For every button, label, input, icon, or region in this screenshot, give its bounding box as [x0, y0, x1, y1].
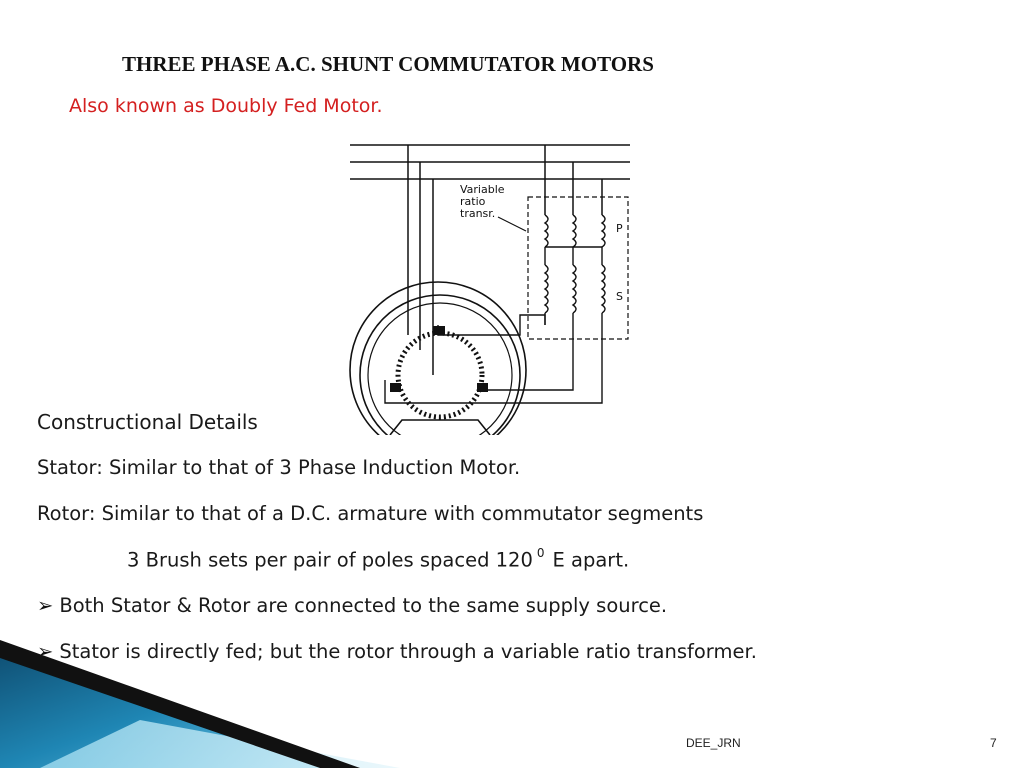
stator-line: Stator: Similar to that of 3 Phase Induc…: [37, 456, 521, 479]
secondary-coils: [543, 247, 606, 325]
slide-title: THREE PHASE A.C. SHUNT COMMUTATOR MOTORS: [122, 52, 654, 76]
transformer-label: Variable ratio transr.: [460, 183, 508, 220]
transformer-feed-lines: [544, 145, 603, 215]
transformer-box: [527, 196, 629, 340]
primary-coils: [543, 214, 606, 248]
brush-line: 3 Brush sets per pair of poles spaced 12…: [127, 546, 630, 572]
page-number: 7: [990, 736, 997, 750]
motor-outer-ring: [359, 294, 521, 435]
stator-feed-lines: [407, 145, 434, 375]
rotor-line: Rotor: Similar to that of a D.C. armatur…: [37, 502, 704, 525]
supply-lines: [350, 144, 630, 180]
motor-base: [389, 419, 491, 435]
primary-label: P: [616, 222, 623, 235]
rotor-winding: [395, 330, 485, 420]
arrow-bullet-icon: ➢: [37, 594, 54, 617]
bullet-item: ➢Both Stator & Rotor are connected to th…: [37, 594, 667, 617]
motor-inner-ring: [367, 302, 513, 435]
degree-superscript: 0: [536, 546, 545, 560]
motor-frame: [349, 281, 527, 435]
corner-stripe: [0, 640, 360, 768]
bullet-text: Both Stator & Rotor are connected to the…: [59, 594, 668, 617]
slide-subtitle: Also known as Doubly Fed Motor.: [69, 95, 383, 117]
brushes: [390, 326, 488, 392]
brush-line-text: 3 Brush sets per pair of poles spaced 12…: [127, 548, 533, 572]
section-heading: Constructional Details: [37, 410, 258, 434]
label-arrow: [497, 216, 527, 232]
bullet-text: Stator is directly fed; but the rotor th…: [59, 640, 757, 663]
footer-text: DEE_JRN: [686, 736, 741, 750]
motor-circuit-diagram: Variable ratio transr. P S: [349, 144, 630, 435]
secondary-label: S: [616, 290, 623, 303]
rotor-connection-wires: [384, 314, 603, 404]
corner-decoration: [0, 640, 400, 768]
brush-line-suffix: E apart.: [552, 548, 630, 572]
